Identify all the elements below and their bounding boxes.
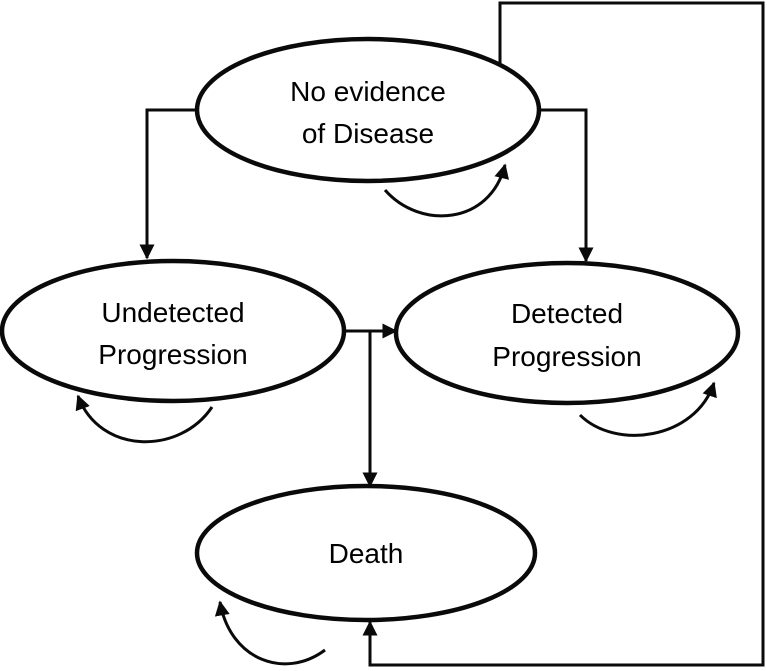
state-ellipse: [194, 36, 542, 184]
state-label-line2: of Disease: [302, 118, 434, 149]
state-ellipse: [393, 260, 741, 406]
edge-ned-to-undetected: [139, 108, 198, 260]
edge-ned-to-detected: [541, 108, 594, 263]
state-label-line1: Undetected: [101, 297, 244, 328]
state-label-line2: Progression: [492, 341, 641, 372]
state-no-evidence-of-disease: No evidence of Disease: [194, 36, 542, 184]
state-label-line2: Progression: [98, 339, 247, 370]
state-ellipse: [194, 483, 538, 623]
state-label-line1: No evidence: [290, 76, 446, 107]
self-loop-ned: [383, 163, 509, 218]
self-loops: [75, 163, 717, 666]
edges: [139, 1, 765, 667]
state-undetected-progression: Undetected Progression: [0, 258, 347, 404]
self-loop-detected: [578, 381, 717, 437]
state-ellipse: [0, 258, 347, 404]
self-loop-death: [214, 600, 326, 666]
state-detected-progression: Detected Progression: [393, 260, 741, 406]
edge-ned-to-death: [362, 1, 765, 667]
state-death: Death: [194, 483, 538, 623]
self-loop-undetected: [75, 394, 214, 444]
state-label-line1: Detected: [511, 298, 623, 329]
state-label: Death: [329, 538, 404, 569]
